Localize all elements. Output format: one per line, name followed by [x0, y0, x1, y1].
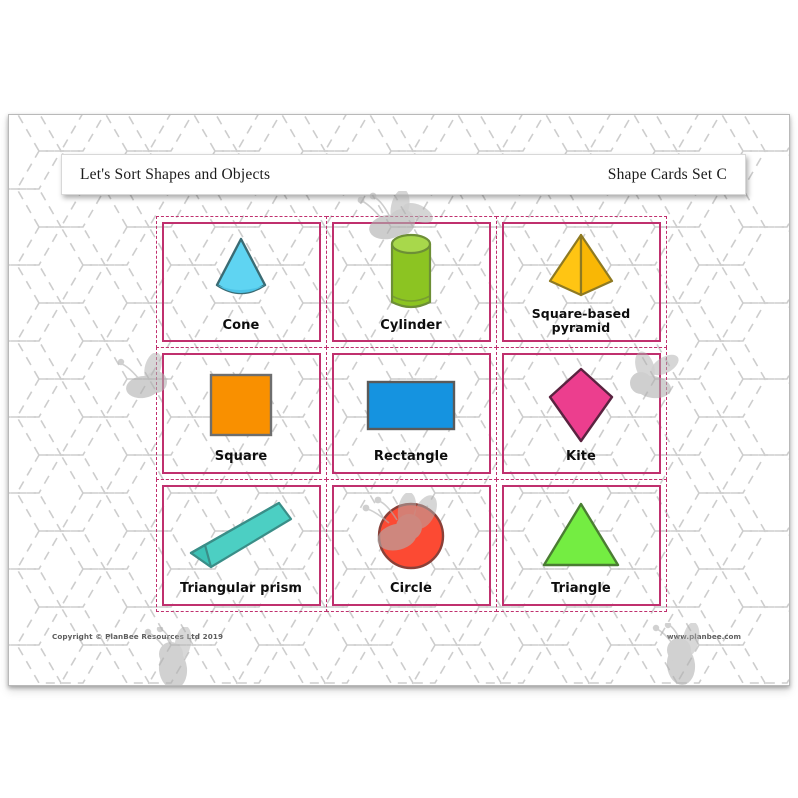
worksheet-title: Let's Sort Shapes and Objects — [80, 165, 271, 183]
shape-illustration — [504, 224, 659, 308]
cone-icon — [215, 237, 267, 295]
square-based-pyramid-icon — [548, 234, 614, 297]
shape-card-triangle[interactable]: Triangle — [501, 484, 661, 606]
shape-illustration — [164, 355, 319, 450]
worksheet-set-label: Shape Cards Set C — [607, 165, 727, 183]
shape-illustration — [504, 487, 659, 582]
shape-card-label: Square-based pyramid — [531, 306, 631, 336]
shape-illustration — [334, 487, 489, 582]
cut-cell: Square-based pyramid — [495, 215, 667, 349]
shape-card-label: Cylinder — [380, 317, 442, 333]
shape-card-label: Triangle — [551, 580, 611, 596]
shape-illustration — [164, 487, 319, 582]
shape-card-rectangle[interactable]: Rectangle — [331, 353, 491, 474]
cut-cell: Square — [155, 347, 327, 480]
shape-card-square-based-pyramid[interactable]: Square-based pyramid — [501, 221, 661, 343]
shape-card-label: Rectangle — [373, 449, 449, 465]
circle-icon — [377, 503, 445, 570]
shape-card-label: Cone — [222, 317, 260, 333]
shape-card-label: Kite — [566, 449, 596, 465]
shape-card-label: Square — [214, 449, 268, 465]
cut-cell: Cylinder — [325, 215, 497, 349]
worksheet-page: Let's Sort Shapes and Objects Shape Card… — [8, 114, 790, 686]
website-url[interactable]: www.planbee.com — [666, 632, 741, 641]
shape-card-triangular-prism[interactable]: Triangular prism — [161, 484, 321, 606]
shape-card-cylinder[interactable]: Cylinder — [331, 221, 491, 343]
copyright-text: Copyright © PlanBee Resources Ltd 2019 — [52, 632, 224, 641]
cylinder-icon — [390, 233, 432, 309]
cut-cell: Triangular prism — [155, 478, 327, 612]
square-icon — [209, 373, 273, 436]
shape-card-label: Circle — [390, 580, 432, 596]
shape-card-circle[interactable]: Circle — [331, 484, 491, 606]
cut-cell: Rectangle — [325, 347, 497, 480]
shape-illustration — [334, 355, 489, 450]
cut-cell: Cone — [155, 215, 327, 349]
shape-card-label: Triangular prism — [179, 580, 303, 596]
title-banner: Let's Sort Shapes and Objects Shape Card… — [61, 154, 746, 195]
shape-illustration — [504, 355, 659, 450]
triangular-prism-icon — [189, 502, 293, 569]
shape-card-kite[interactable]: Kite — [501, 353, 661, 474]
shape-card-grid: Cone Cylinder — [155, 215, 667, 612]
cut-cell: Triangle — [495, 478, 667, 612]
shape-illustration — [164, 224, 319, 319]
shape-card-square[interactable]: Square — [161, 353, 321, 474]
shape-card-cone[interactable]: Cone — [161, 221, 321, 343]
cut-cell: Circle — [325, 478, 497, 612]
shape-illustration — [334, 224, 489, 319]
triangle-icon — [542, 503, 620, 567]
cut-cell: Kite — [495, 347, 667, 480]
rectangle-icon — [366, 380, 456, 430]
kite-icon — [548, 367, 614, 442]
